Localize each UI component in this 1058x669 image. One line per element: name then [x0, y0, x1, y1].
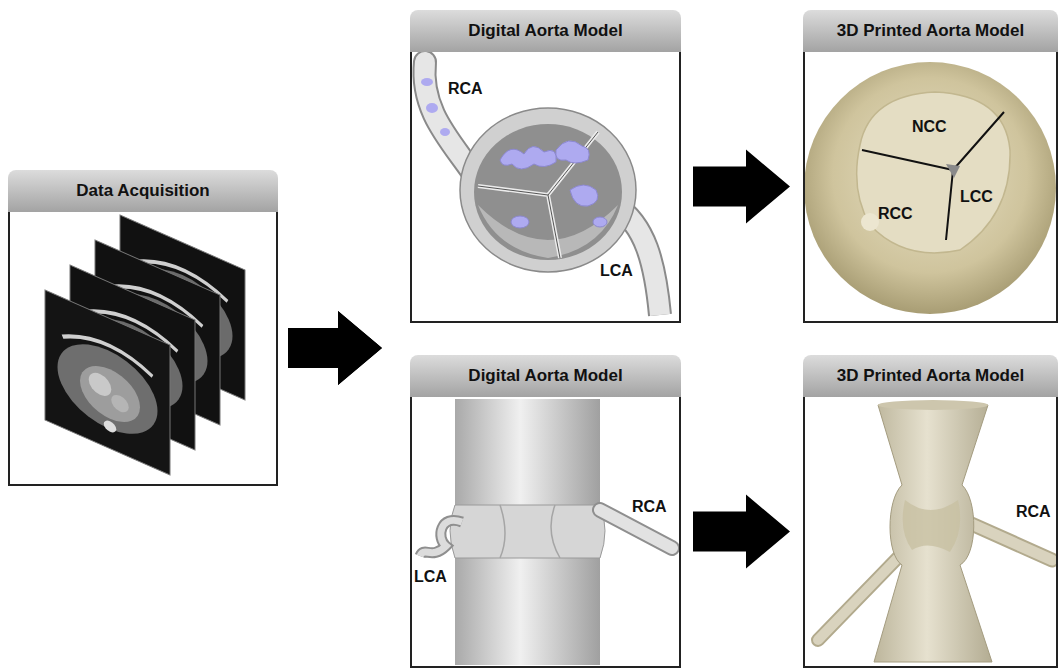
ct-slices — [45, 215, 245, 475]
part-label: LCA — [414, 568, 447, 586]
block-arrow — [288, 311, 382, 385]
block-arrow — [693, 150, 790, 224]
panel-header: Data Acquisition — [8, 170, 278, 212]
panel-title: Digital Aorta Model — [468, 366, 622, 386]
part-label: LCA — [600, 262, 633, 280]
digital-aorta-top — [421, 62, 660, 315]
digital-aorta-bottom — [420, 399, 672, 665]
panel-body — [803, 395, 1058, 668]
panel-title: 3D Printed Aorta Model — [837, 366, 1024, 386]
panel-body — [8, 210, 278, 486]
panel-title: Data Acquisition — [76, 181, 210, 201]
panel-body — [803, 50, 1058, 323]
block-arrow — [288, 311, 382, 385]
panel-header: Digital Aorta Model — [410, 10, 681, 52]
panel-box: 3D Printed Aorta Model — [803, 10, 1058, 323]
printed-aorta-bottom — [818, 400, 1052, 662]
panel-title: 3D Printed Aorta Model — [837, 21, 1024, 41]
panel-header: 3D Printed Aorta Model — [803, 10, 1058, 52]
part-label: RCA — [632, 498, 667, 516]
part-label: RCA — [448, 80, 483, 98]
panel-box: Digital Aorta Model — [410, 10, 681, 323]
block-arrow — [693, 495, 790, 569]
panel-box: Data Acquisition — [8, 170, 278, 486]
panel-header: 3D Printed Aorta Model — [803, 355, 1058, 397]
printed-aorta-top — [804, 62, 1056, 314]
part-label: RCA — [1016, 503, 1051, 521]
panel-header: Digital Aorta Model — [410, 355, 681, 397]
panel-title: Digital Aorta Model — [468, 21, 622, 41]
part-label: RCC — [878, 205, 913, 223]
part-label: LCC — [960, 188, 993, 206]
part-label: NCC — [912, 118, 947, 136]
panel-body — [410, 395, 681, 668]
